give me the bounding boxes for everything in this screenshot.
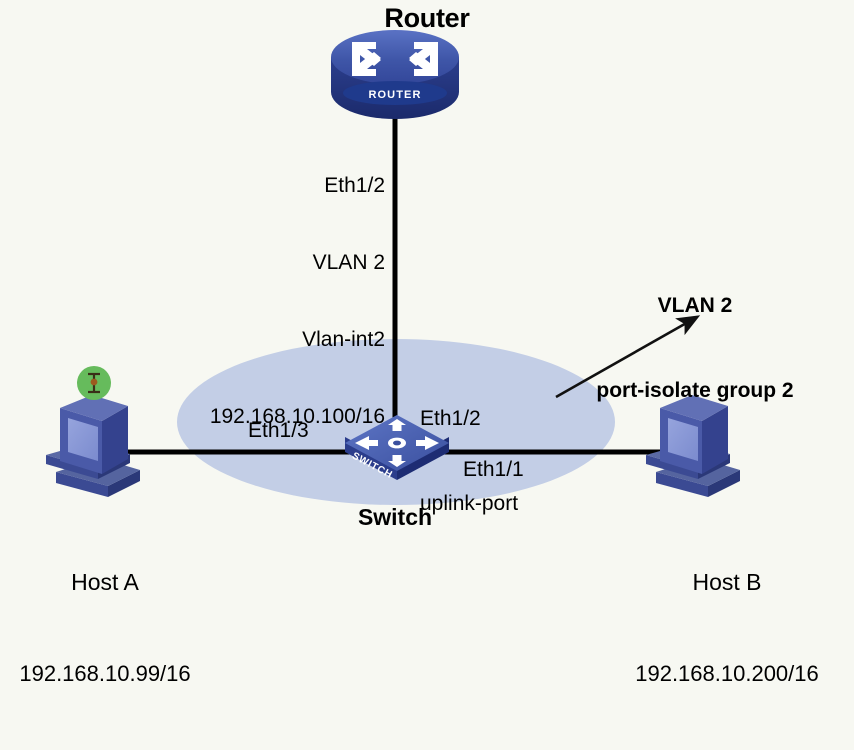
router-vlan-interface-label: Vlan-int2 xyxy=(302,327,385,351)
router-title: Router xyxy=(384,3,470,33)
host-b-title: Host B xyxy=(692,568,762,595)
port-label-eth1-3: Eth1/3 xyxy=(248,419,309,442)
host-b-icon xyxy=(646,395,740,497)
router-vlan-label: VLAN 2 xyxy=(312,251,385,275)
router-interface-label: Eth1/2 xyxy=(324,174,385,198)
switch-uplink-role-label: uplink-port xyxy=(420,491,519,515)
diagram-graphics: ROUTER SWITCH xyxy=(46,30,740,505)
vlan-port-isolate-annotation: VLAN 2 port-isolate group 2 xyxy=(545,235,845,462)
host-b-ip: 192.168.10.200/16 xyxy=(635,661,819,687)
host-a-title: Host A xyxy=(71,568,139,595)
host-a-caption: Host A 192.168.10.99/16 xyxy=(0,505,210,750)
host-a-status-badge xyxy=(77,366,111,400)
switch-uplink-annotation: Eth1/2 uplink-port xyxy=(420,348,518,575)
port-label-eth1-1: Eth1/1 xyxy=(463,458,524,481)
switch-title: Switch xyxy=(357,504,433,530)
host-b-caption: Host B 192.168.10.200/16 xyxy=(600,505,854,750)
router-link-annotation: Eth1/2 VLAN 2 Vlan-int2 192.168.10.100/1… xyxy=(95,122,385,481)
host-a-ip: 192.168.10.99/16 xyxy=(19,661,191,687)
annotation-line-2: port-isolate group 2 xyxy=(596,378,794,402)
router-icon: ROUTER xyxy=(331,30,459,119)
router-ip-label: 192.168.10.100/16 xyxy=(209,404,385,428)
svg-text:ROUTER: ROUTER xyxy=(368,89,421,101)
switch-uplink-interface-label: Eth1/2 xyxy=(420,406,481,430)
annotation-arrow-line xyxy=(555,315,701,399)
annotation-line-1: VLAN 2 xyxy=(657,293,733,317)
host-a-icon xyxy=(46,395,140,497)
network-topology-diagram: ROUTER SWITCH xyxy=(19,3,845,686)
